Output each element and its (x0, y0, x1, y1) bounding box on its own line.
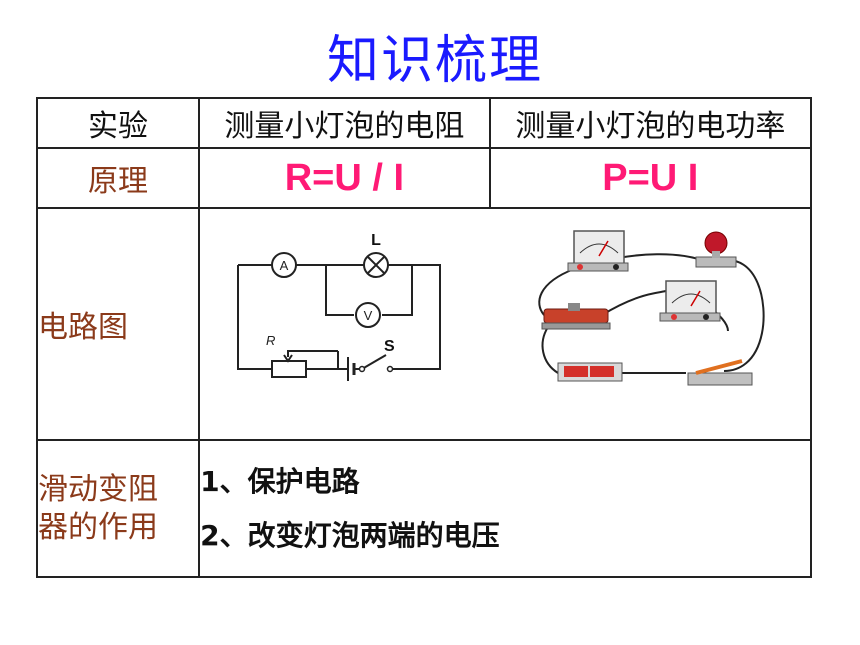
switch-symbol: S (384, 338, 395, 355)
principle-label: 原理 (35, 147, 201, 209)
role-item-voltage: 2、改变灯泡两端的电压 (200, 518, 500, 552)
principle-row: 原理 R=U / I P=U I (35, 147, 813, 209)
role-item-protect: 1、保护电路 (200, 464, 360, 498)
ammeter-device-icon (573, 230, 625, 266)
knowledge-table: 实验 测量小灯泡的电阻 测量小灯泡的电功率 原理 R=U / I P=U I 电… (35, 97, 813, 578)
switch-icon (358, 365, 366, 373)
physical-circuit-diagram (538, 230, 765, 386)
rheostat-role-label: 滑动变阻 器的作用 (35, 439, 201, 578)
header-power: 测量小灯泡的电功率 (488, 97, 813, 149)
rheostat-role-row: 滑动变阻 器的作用 1、保护电路 2、改变灯泡两端的电压 (35, 439, 812, 578)
circuit-schematic: A L V R S (237, 232, 442, 381)
header-resistance: 测量小灯泡的电阻 (198, 97, 491, 149)
switch-device-icon (687, 372, 753, 386)
diagram-cell: A L V R S (198, 207, 812, 441)
rheostat-role-label-line1: 滑动变阻 (38, 471, 158, 507)
voltmeter-symbol: V (364, 308, 373, 323)
rheostat-symbol: R (266, 333, 275, 348)
lamp-symbol: L (371, 232, 381, 249)
rheostat-device-icon (543, 308, 609, 324)
rheostat-role-label-line2: 器的作用 (38, 509, 158, 545)
header-experiment: 实验 (35, 97, 201, 149)
bulb-device-icon (695, 256, 737, 268)
ammeter-symbol: A (280, 258, 289, 273)
table-header-row: 实验 测量小灯泡的电阻 测量小灯泡的电功率 (35, 97, 813, 149)
diagram-label: 电路图 (35, 207, 201, 441)
voltmeter-icon (355, 302, 382, 328)
diagram-row: 电路图 (35, 207, 812, 441)
resistance-formula: R=U / I (198, 147, 491, 209)
rheostat-icon (271, 360, 308, 378)
page-title: 知识梳理 (326, 31, 543, 91)
rheostat-role-list: 1、保护电路 2、改变灯泡两端的电压 (198, 439, 812, 578)
voltmeter-device-icon (665, 280, 717, 316)
ammeter-icon (271, 252, 298, 278)
power-formula: P=U I (488, 147, 813, 209)
